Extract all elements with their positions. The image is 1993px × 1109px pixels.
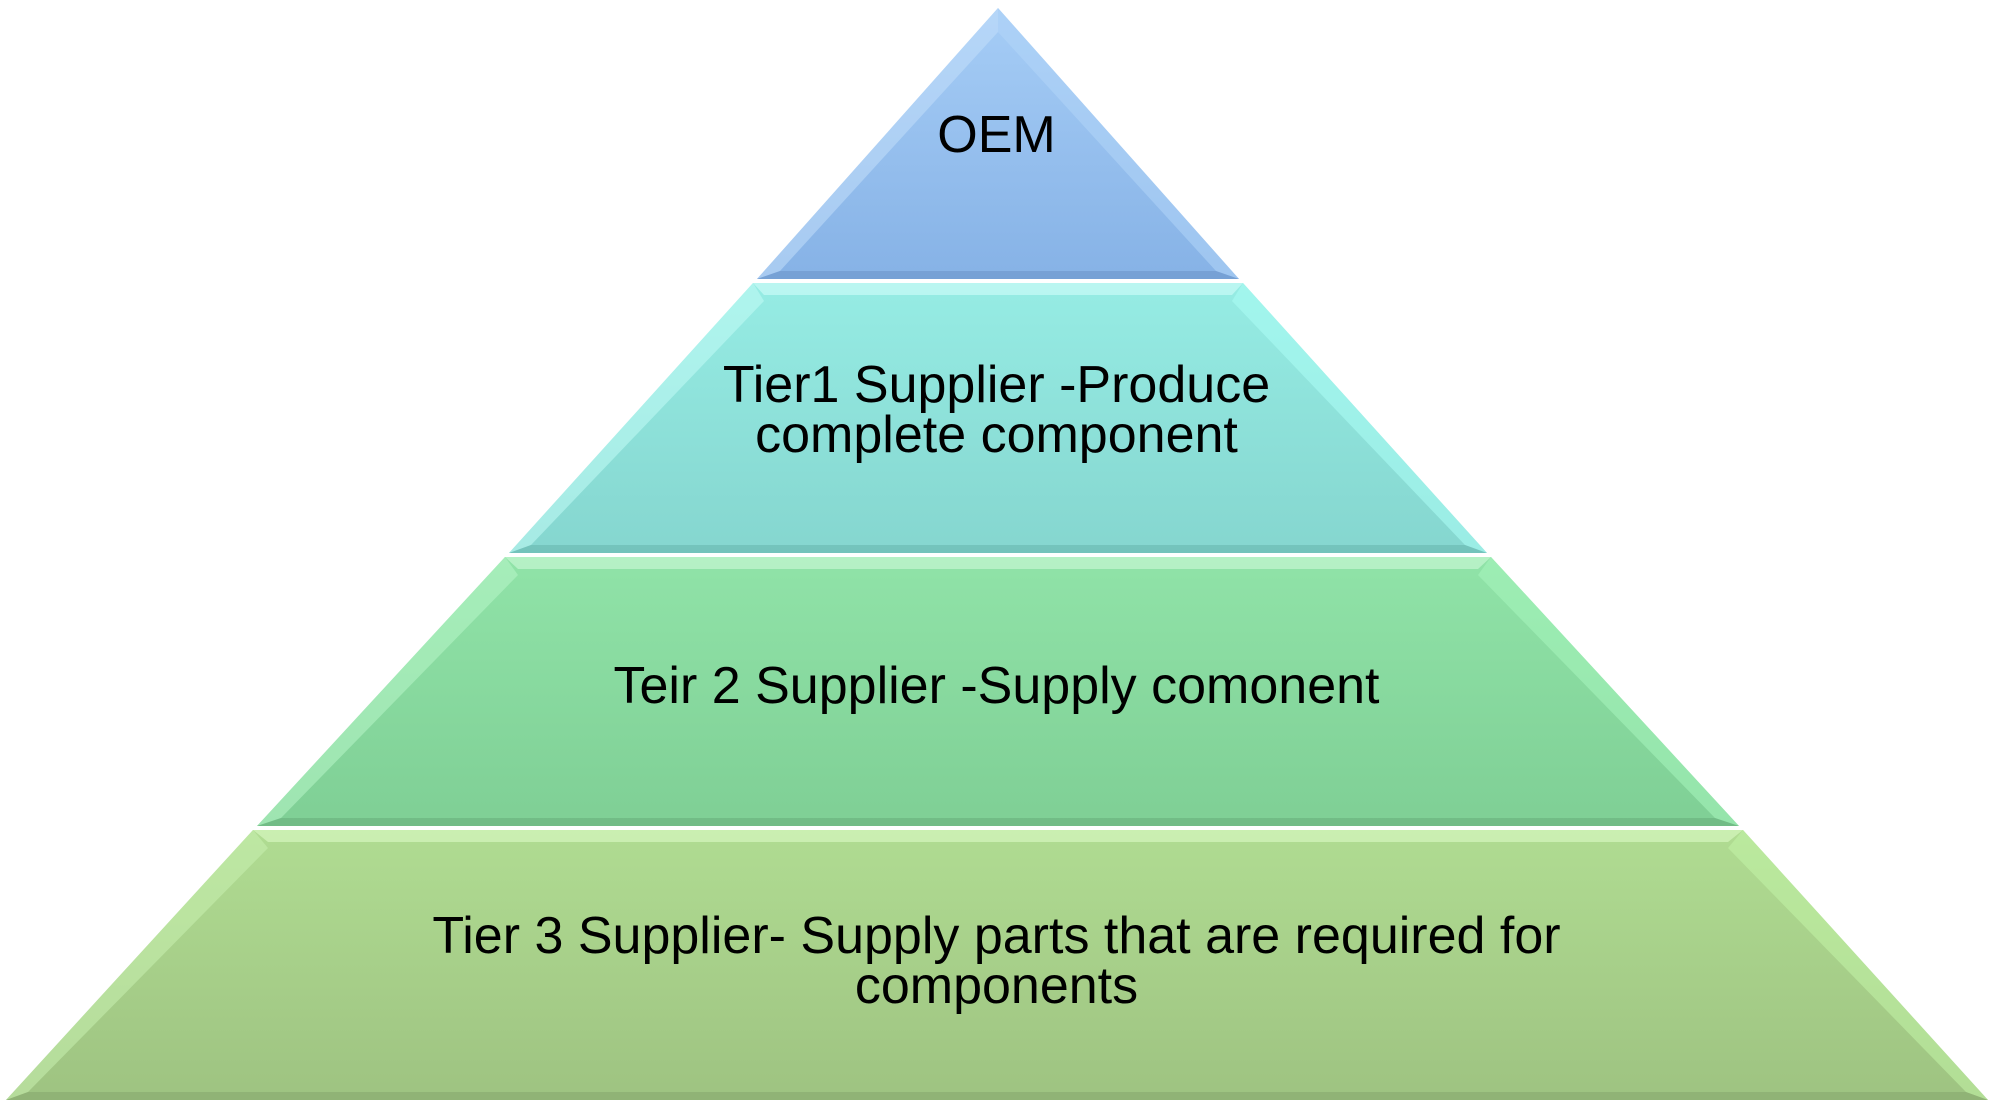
tier1-bevel-bottom bbox=[509, 545, 1487, 553]
tier1-bevel-right bbox=[1232, 283, 1487, 553]
tier2-bevel-bottom bbox=[257, 818, 1739, 826]
tier1-band bbox=[509, 283, 1487, 553]
tier2-bevel-right bbox=[1478, 557, 1739, 826]
oem-bevel-bottom bbox=[757, 271, 1239, 279]
oem-bevel-right bbox=[998, 8, 1239, 279]
tier2-label: Teir 2 Supplier -Supply comonent bbox=[613, 657, 1380, 715]
tier3-bevel-bottom bbox=[6, 1092, 1988, 1100]
tier3-bevel-right bbox=[1728, 830, 1988, 1100]
tier2-bevel-top bbox=[505, 557, 1491, 569]
tier1-bevel-top bbox=[753, 283, 1243, 295]
tier2-bevel-left bbox=[257, 557, 518, 826]
tier1-bevel-left bbox=[509, 283, 764, 553]
tier1-label: Tier1 Supplier -Produce complete compone… bbox=[722, 356, 1271, 464]
tier3-band bbox=[6, 830, 1988, 1100]
tier3-bevel-left bbox=[6, 830, 268, 1100]
tier2-band bbox=[257, 557, 1739, 826]
oem-bevel-left bbox=[757, 8, 998, 279]
tier3-label: Tier 3 Supplier- Supply parts that are r… bbox=[432, 907, 1561, 1015]
tier3-bevel-top bbox=[253, 830, 1743, 842]
oem-label: OEM bbox=[937, 106, 1056, 164]
oem-band bbox=[757, 8, 1239, 279]
